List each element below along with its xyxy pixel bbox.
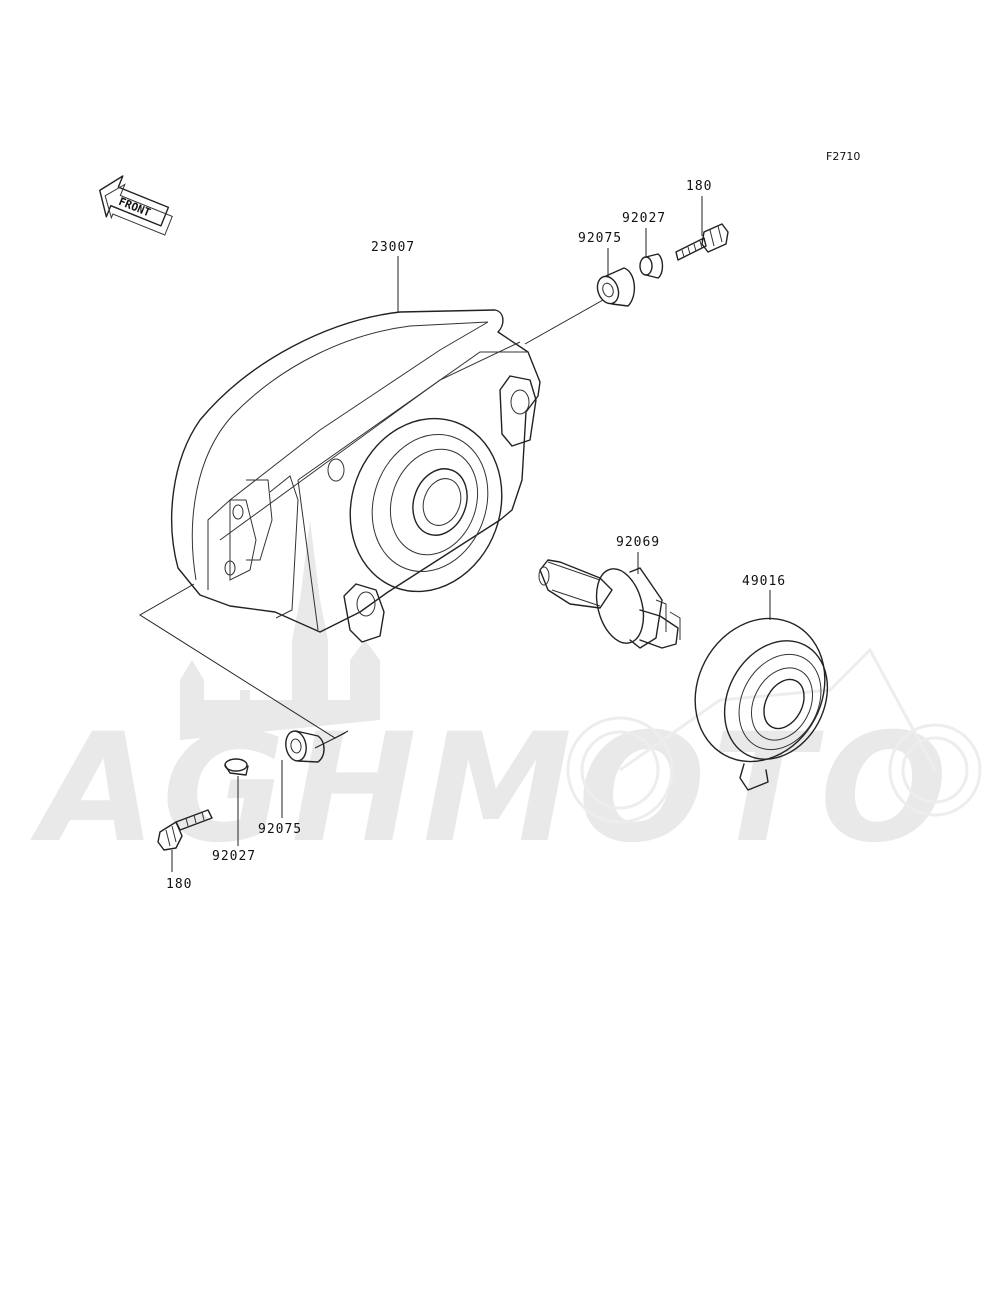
collar-top [639,253,664,279]
callout-grommet-top: 92075 [578,231,622,246]
watermark-motorcycle-icon [566,647,982,824]
bolt-bottom [157,809,213,851]
headlight-housing [171,309,541,643]
callout-housing: 23007 [371,240,415,255]
headlight-socket-cover [694,617,829,791]
grommet-bottom [285,730,325,763]
callout-bulb: 92069 [616,535,660,550]
leader-bottom-mount-end [314,732,346,749]
watermark-castle-icon [180,520,380,740]
callout-grommet-bottom: 92075 [258,822,302,837]
callout-collar-bottom: 92027 [212,849,256,864]
bolt-top [675,223,729,261]
bulb [538,559,681,649]
watermark: AGHMOTO [30,520,982,876]
callout-collar-top: 92027 [622,211,666,226]
collar-bottom [224,758,249,776]
callout-bolt-top: 180 [686,179,712,194]
front-arrow-icon: FRONT [99,175,173,236]
callout-bolt-bottom: 180 [166,877,192,892]
figure-code: F2710 [826,150,860,163]
callout-cover: 49016 [742,574,786,589]
grommet-top [596,267,635,307]
leader-top-mount [524,299,604,345]
